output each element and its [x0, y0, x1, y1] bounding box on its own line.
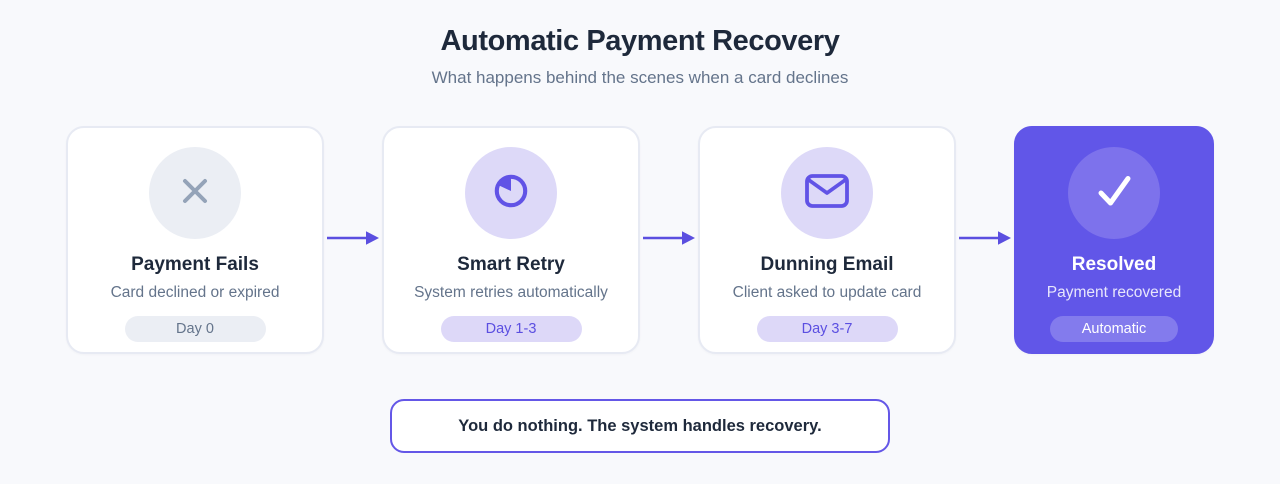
flow-arrow: [956, 229, 1014, 252]
summary-text: You do nothing. The system handles recov…: [458, 416, 822, 435]
step-card-payment-fails: Payment Fails Card declined or expired D…: [66, 126, 324, 354]
x-icon: [173, 169, 217, 218]
step-card-dunning-email: Dunning Email Client asked to update car…: [698, 126, 956, 354]
step-badge: Automatic: [1050, 316, 1178, 342]
flow-arrow: [324, 229, 382, 252]
step-title: Dunning Email: [760, 254, 894, 275]
page-title: Automatic Payment Recovery: [440, 25, 840, 57]
recovery-flow: Payment Fails Card declined or expired D…: [0, 126, 1280, 354]
step-badge: Day 3-7: [756, 316, 898, 342]
summary-box: You do nothing. The system handles recov…: [390, 399, 890, 453]
step-description: Client asked to update card: [732, 284, 922, 301]
arrow-right-icon: [642, 229, 696, 252]
step-description: Payment recovered: [1046, 284, 1182, 301]
step-description: System retries automatically: [414, 284, 608, 301]
step-title: Payment Fails: [131, 254, 259, 275]
step-title: Smart Retry: [457, 254, 565, 275]
step-description: Card declined or expired: [110, 284, 280, 301]
arrow-right-icon: [326, 229, 380, 252]
envelope-icon: [804, 172, 850, 215]
icon-circle: [1068, 147, 1160, 239]
step-title: Resolved: [1071, 254, 1157, 275]
step-badge: Day 0: [124, 316, 266, 342]
step-card-resolved: Resolved Payment recovered Automatic: [1014, 126, 1214, 354]
flow-arrow: [640, 229, 698, 252]
page-header: Automatic Payment Recovery What happens …: [0, 0, 1280, 89]
icon-circle: [465, 147, 557, 239]
arrow-right-icon: [958, 229, 1012, 252]
icon-circle: [781, 147, 873, 239]
icon-circle: [149, 147, 241, 239]
step-card-smart-retry: Smart Retry System retries automatically…: [382, 126, 640, 354]
check-icon: [1088, 165, 1140, 222]
retry-timer-icon: [489, 169, 533, 218]
step-badge: Day 1-3: [440, 316, 582, 342]
page-subtitle: What happens behind the scenes when a ca…: [431, 68, 849, 87]
